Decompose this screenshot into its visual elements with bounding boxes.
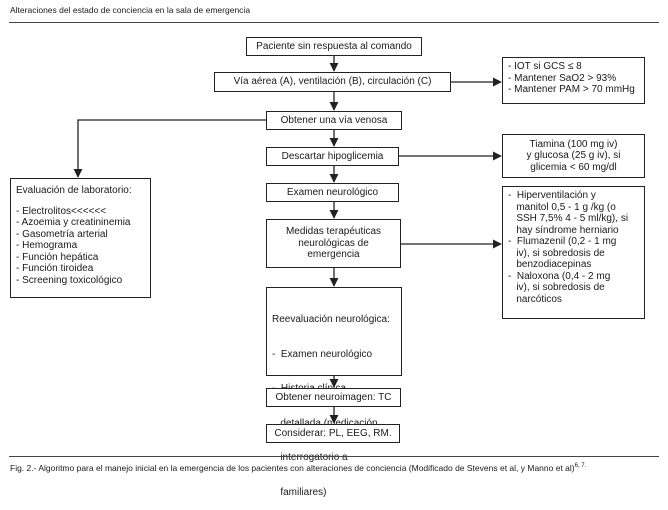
- neuro-exam-box: Examen neurológico: [266, 183, 399, 202]
- treat-line-5: - Flumazenil (0,2 - 1 mg: [508, 236, 617, 247]
- therapeutic-measures-box: Medidas terapéuticas neurológicas de eme…: [266, 219, 401, 268]
- treat-line-1: - Hiperventilación y: [508, 190, 596, 201]
- neuroimage-box: Obtener neuroimagen: TC: [266, 388, 401, 407]
- abc-label: Vía aérea (A), ventilación (B), circulac…: [233, 76, 432, 88]
- figure-caption: Fig. 2.- Algoritmo para el manejo inicia…: [10, 463, 586, 473]
- top-rule: [9, 22, 659, 23]
- reevaluation-line-3: detallada (medicación,: [272, 417, 381, 429]
- neuroimage-label: Obtener neuroimagen: TC: [275, 391, 392, 403]
- therapeutic-line-3: emergencia: [307, 249, 360, 261]
- venous-access-box: Obtener una vía venosa: [266, 111, 402, 130]
- reevaluation-line-1: - Examen neurológico: [272, 348, 373, 360]
- hypoglycemia-box: Descartar hipoglicemia: [266, 147, 399, 166]
- glucose-treatment-box: Tiamina (100 mg iv) y glucosa (25 g iv),…: [502, 134, 645, 178]
- reevaluation-line-5: familiares): [272, 486, 327, 498]
- glucose-line-2: y glucosa (25 g iv), si: [526, 150, 621, 162]
- treat-line-3: SSH 7,5% 4 - 5 ml/kg), si: [508, 213, 629, 224]
- treat-line-7: benzodiacepinas: [508, 259, 592, 270]
- lab-item-blood-gas: - Gasometría arterial: [16, 228, 108, 240]
- venous-access-label: Obtener una vía venosa: [280, 114, 388, 126]
- lab-title: Evaluación de laboratorio:: [16, 185, 132, 196]
- abc-goals-box: - IOT si GCS ≤ 8 - Mantener SaO2 > 93% -…: [502, 57, 645, 104]
- lab-item-thyroid: - Función tiroidea: [16, 263, 94, 274]
- abc-goal-1: - IOT si GCS ≤ 8: [508, 61, 582, 72]
- caption-refs: 6, 7.: [574, 463, 587, 470]
- abc-goal-2: - Mantener SaO2 > 93%: [508, 72, 617, 84]
- connector-arrows: [73, 56, 502, 424]
- lab-item-toxicology: - Screening toxicológico: [16, 274, 123, 286]
- lab-item-electrolytes: - Electrolitos<<<<<<: [16, 205, 107, 217]
- therapeutic-line-1: Medidas terapéuticas: [285, 226, 382, 238]
- arrow-venous-lab: [73, 119, 266, 178]
- caption-text: Fig. 2.- Algoritmo para el manejo inicia…: [10, 463, 575, 473]
- reevaluation-title: Reevaluación neurológica:: [272, 314, 390, 325]
- glucose-line-3: glicemia < 60 mg/dl: [530, 161, 617, 173]
- reevaluation-line-4: interrogatorio a: [272, 452, 348, 463]
- lab-item-blood-count: - Hemograma: [16, 240, 78, 251]
- lab-evaluation-box: Evaluación de laboratorio: - Electrolito…: [10, 178, 151, 298]
- treat-line-6: iv), si sobredosis de: [508, 247, 605, 259]
- abc-box: Vía aérea (A), ventilación (B), circulac…: [214, 72, 451, 92]
- abc-goal-3: - Mantener PAM > 70 mmHg: [508, 84, 635, 95]
- glucose-line-1: Tiamina (100 mg iv): [529, 138, 618, 150]
- therapeutic-line-2: neurológicas de: [298, 237, 369, 249]
- start-box: Paciente sin respuesta al comando: [246, 37, 422, 56]
- page-header: Alteraciones del estado de conciencia en…: [10, 5, 251, 15]
- consider-box: Considerar: PL, EEG, RM.: [266, 424, 400, 443]
- treat-line-2: manitol 0,5 - 1 g /kg (o: [508, 201, 616, 213]
- start-label: Paciente sin respuesta al comando: [256, 40, 412, 52]
- bottom-rule: [9, 456, 659, 457]
- hypoglycemia-label: Descartar hipoglicemia: [281, 150, 384, 162]
- treat-line-8: - Naloxona (0,4 - 2 mg: [508, 270, 611, 282]
- lab-item-azotemia: - Azoemia y creatininemia: [16, 217, 131, 228]
- consider-label: Considerar: PL, EEG, RM.: [274, 427, 392, 439]
- neuro-exam-label: Examen neurológico: [286, 186, 379, 198]
- treat-line-10: narcóticos: [508, 293, 562, 305]
- neuro-treatment-box: - Hiperventilación y manitol 0,5 - 1 g /…: [502, 186, 645, 319]
- lab-item-liver: - Función hepática: [16, 251, 99, 263]
- treat-line-9: iv), si sobredosis de: [508, 282, 605, 293]
- treat-line-4: hay síndrome herniario: [508, 224, 619, 236]
- reevaluation-box: Reevaluación neurológica: - Examen neuro…: [266, 287, 402, 498]
